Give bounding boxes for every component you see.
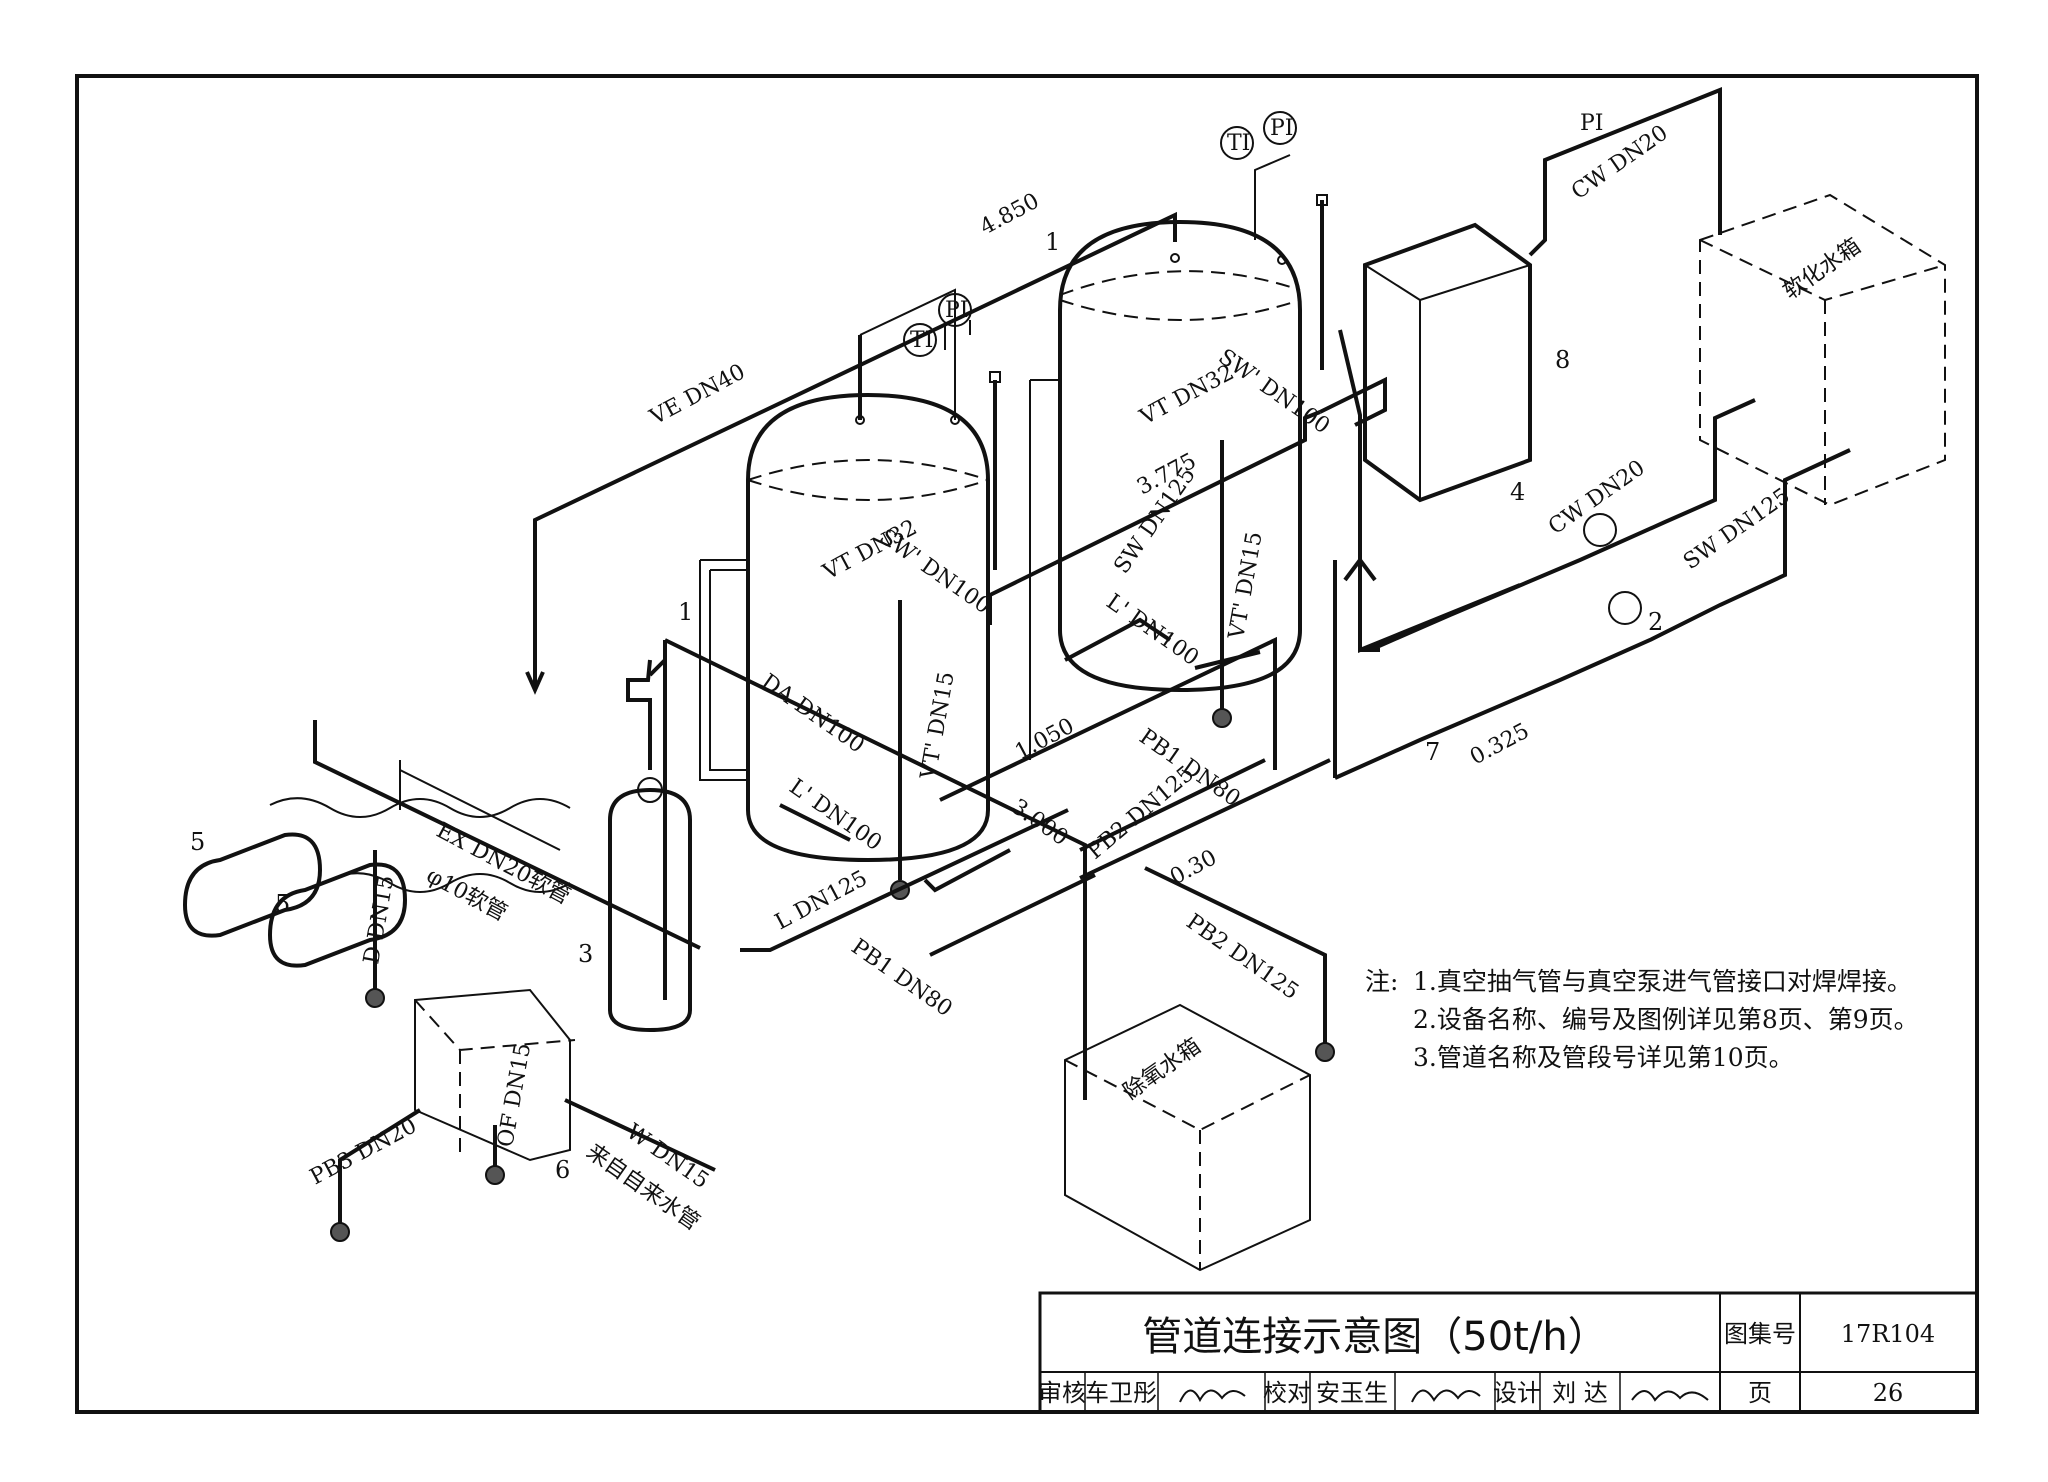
ve-pipe xyxy=(533,211,1177,690)
elev-030: 0.30 xyxy=(1166,845,1221,890)
box-8-number: 8 xyxy=(1555,346,1570,374)
elev-4850: 4.850 xyxy=(976,189,1043,241)
label-pb3-dn20: PB3 DN20 xyxy=(306,1113,421,1190)
reviewer-signature xyxy=(1179,1389,1246,1403)
soft-water-tank xyxy=(1699,193,1946,507)
box-6 xyxy=(330,988,716,1242)
vacuum-pumps xyxy=(183,720,701,1008)
note-2: 2.设备名称、编号及图例详见第8页、第9页。 xyxy=(1413,1005,1919,1034)
vessel-3-number: 3 xyxy=(578,940,593,968)
title-block: 管道连接示意图（50t/h） 图集号 17R104 审核 车卫彤 校对 安玉生 … xyxy=(1038,1291,1979,1414)
pump-2-number: 2 xyxy=(1648,608,1663,636)
designer-name: 刘 达 xyxy=(1552,1379,1608,1407)
deaerator-tank-left xyxy=(699,371,1001,863)
elev-3000: 3.000 xyxy=(1007,794,1073,851)
pi-left: PI xyxy=(945,298,969,323)
sw-dn125-pipe xyxy=(989,410,1321,597)
label-sw-dn125-right: SW DN125 xyxy=(1679,484,1795,575)
valve-7-number: 7 xyxy=(1425,738,1440,766)
elev-1050: 1.050 xyxy=(1011,714,1078,766)
pump-4-number: 4 xyxy=(1510,478,1525,506)
review-label: 审核 xyxy=(1038,1379,1086,1407)
box-6-number: 6 xyxy=(555,1156,570,1184)
deaerated-water-tank-label: 除氧水箱 xyxy=(1119,1034,1205,1105)
checker-signature xyxy=(1411,1389,1481,1403)
label-ve-dn40: VE DN40 xyxy=(645,359,749,430)
note-3: 3.管道名称及管段号详见第10页。 xyxy=(1413,1043,1794,1072)
notes-prefix: 注: xyxy=(1365,967,1398,996)
page-label: 页 xyxy=(1748,1379,1772,1407)
da-pipe xyxy=(664,638,1087,1100)
soft-water-tank-label: 软化水箱 xyxy=(1779,234,1865,305)
ti-left: TI xyxy=(910,328,933,353)
elev-0325: 0.325 xyxy=(1466,719,1533,771)
ti-right: TI xyxy=(1227,131,1250,156)
tank-1-number: 1 xyxy=(1045,228,1060,256)
label-of-dn15: OF DN15 xyxy=(493,1041,536,1149)
label-pb2-dn125-low: PB2 DN125 xyxy=(1182,909,1304,1005)
box-8 xyxy=(1363,222,1532,503)
pi-right: PI xyxy=(1270,116,1294,141)
designer-signature xyxy=(1631,1390,1709,1402)
label-pb1-dn80-left: PB1 DN80 xyxy=(847,934,957,1021)
page-number: 26 xyxy=(1873,1379,1904,1407)
design-label: 设计 xyxy=(1493,1379,1541,1407)
label-vt-dn15-right: VT' DN15 xyxy=(1224,530,1268,642)
vessel-3 xyxy=(608,659,692,1033)
atlas-label: 图集号 xyxy=(1724,1320,1796,1348)
deaerated-water-tank xyxy=(1064,1003,1311,1272)
label-vt-dn15-left: VT' DN15 xyxy=(916,670,960,782)
check-label: 校对 xyxy=(1263,1379,1311,1407)
label-sw-dn100-right: SW' DN100 xyxy=(1214,344,1335,439)
checker-name: 安玉生 xyxy=(1316,1379,1388,1407)
note-1: 1.真空抽气管与真空泵进气管接口对焊焊接。 xyxy=(1413,967,1912,996)
pump-5a-number: 5 xyxy=(190,828,205,856)
pump-5b-number: 5 xyxy=(275,890,290,918)
label-vt-dn32-right: VT DN32 xyxy=(1135,360,1238,431)
drawing-border xyxy=(75,74,1979,1414)
tank-1b-number: 1 xyxy=(678,598,693,626)
label-da-dn100: DA DN100 xyxy=(757,669,869,758)
pi-top: PI xyxy=(1580,111,1604,136)
reviewer-name: 车卫彤 xyxy=(1085,1379,1157,1407)
label-d-dn15: D DN15 xyxy=(359,874,399,966)
atlas-number: 17R104 xyxy=(1841,1320,1935,1348)
label-cw-mid: CW DN20 xyxy=(1544,456,1650,540)
drawing-title: 管道连接示意图（50t/h） xyxy=(1142,1314,1607,1360)
